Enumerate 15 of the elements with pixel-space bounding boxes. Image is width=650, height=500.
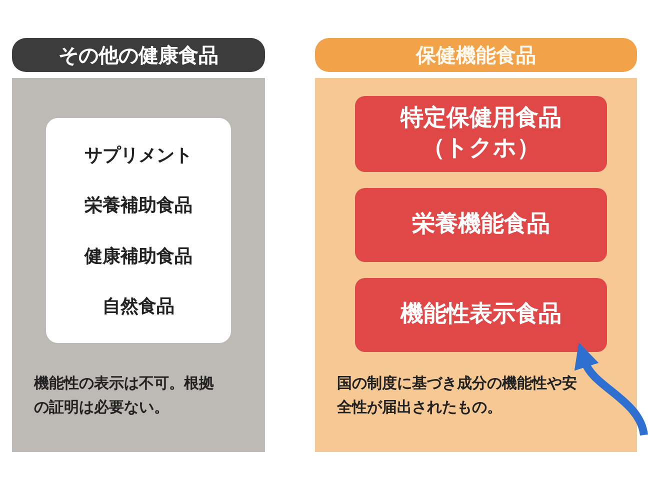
panel-heading: 保健機能食品 <box>315 38 637 72</box>
panel-heading: その他の健康食品 <box>12 38 265 72</box>
note-text: 機能性の表示は不可。根拠の証明は必要ない。 <box>34 373 215 418</box>
category-panel <box>12 38 265 452</box>
examples-card <box>46 118 231 343</box>
food-type-text: サプリメント <box>84 144 192 168</box>
category-box: 栄養機能食品 <box>355 188 607 262</box>
category-box: 特定保健用食品（トクホ） <box>355 96 607 172</box>
category-box: 機能性表示食品 <box>355 278 607 352</box>
category-panel <box>315 38 637 452</box>
note-text: 国の制度に基づき成分の機能性や安全性が届出されたもの。 <box>337 373 577 418</box>
food-type-text: 栄養補助食品 <box>84 194 192 218</box>
food-type-text: 自然食品 <box>102 294 174 318</box>
curved-arrow <box>576 343 648 436</box>
food-type-text: 健康補助食品 <box>84 244 192 268</box>
